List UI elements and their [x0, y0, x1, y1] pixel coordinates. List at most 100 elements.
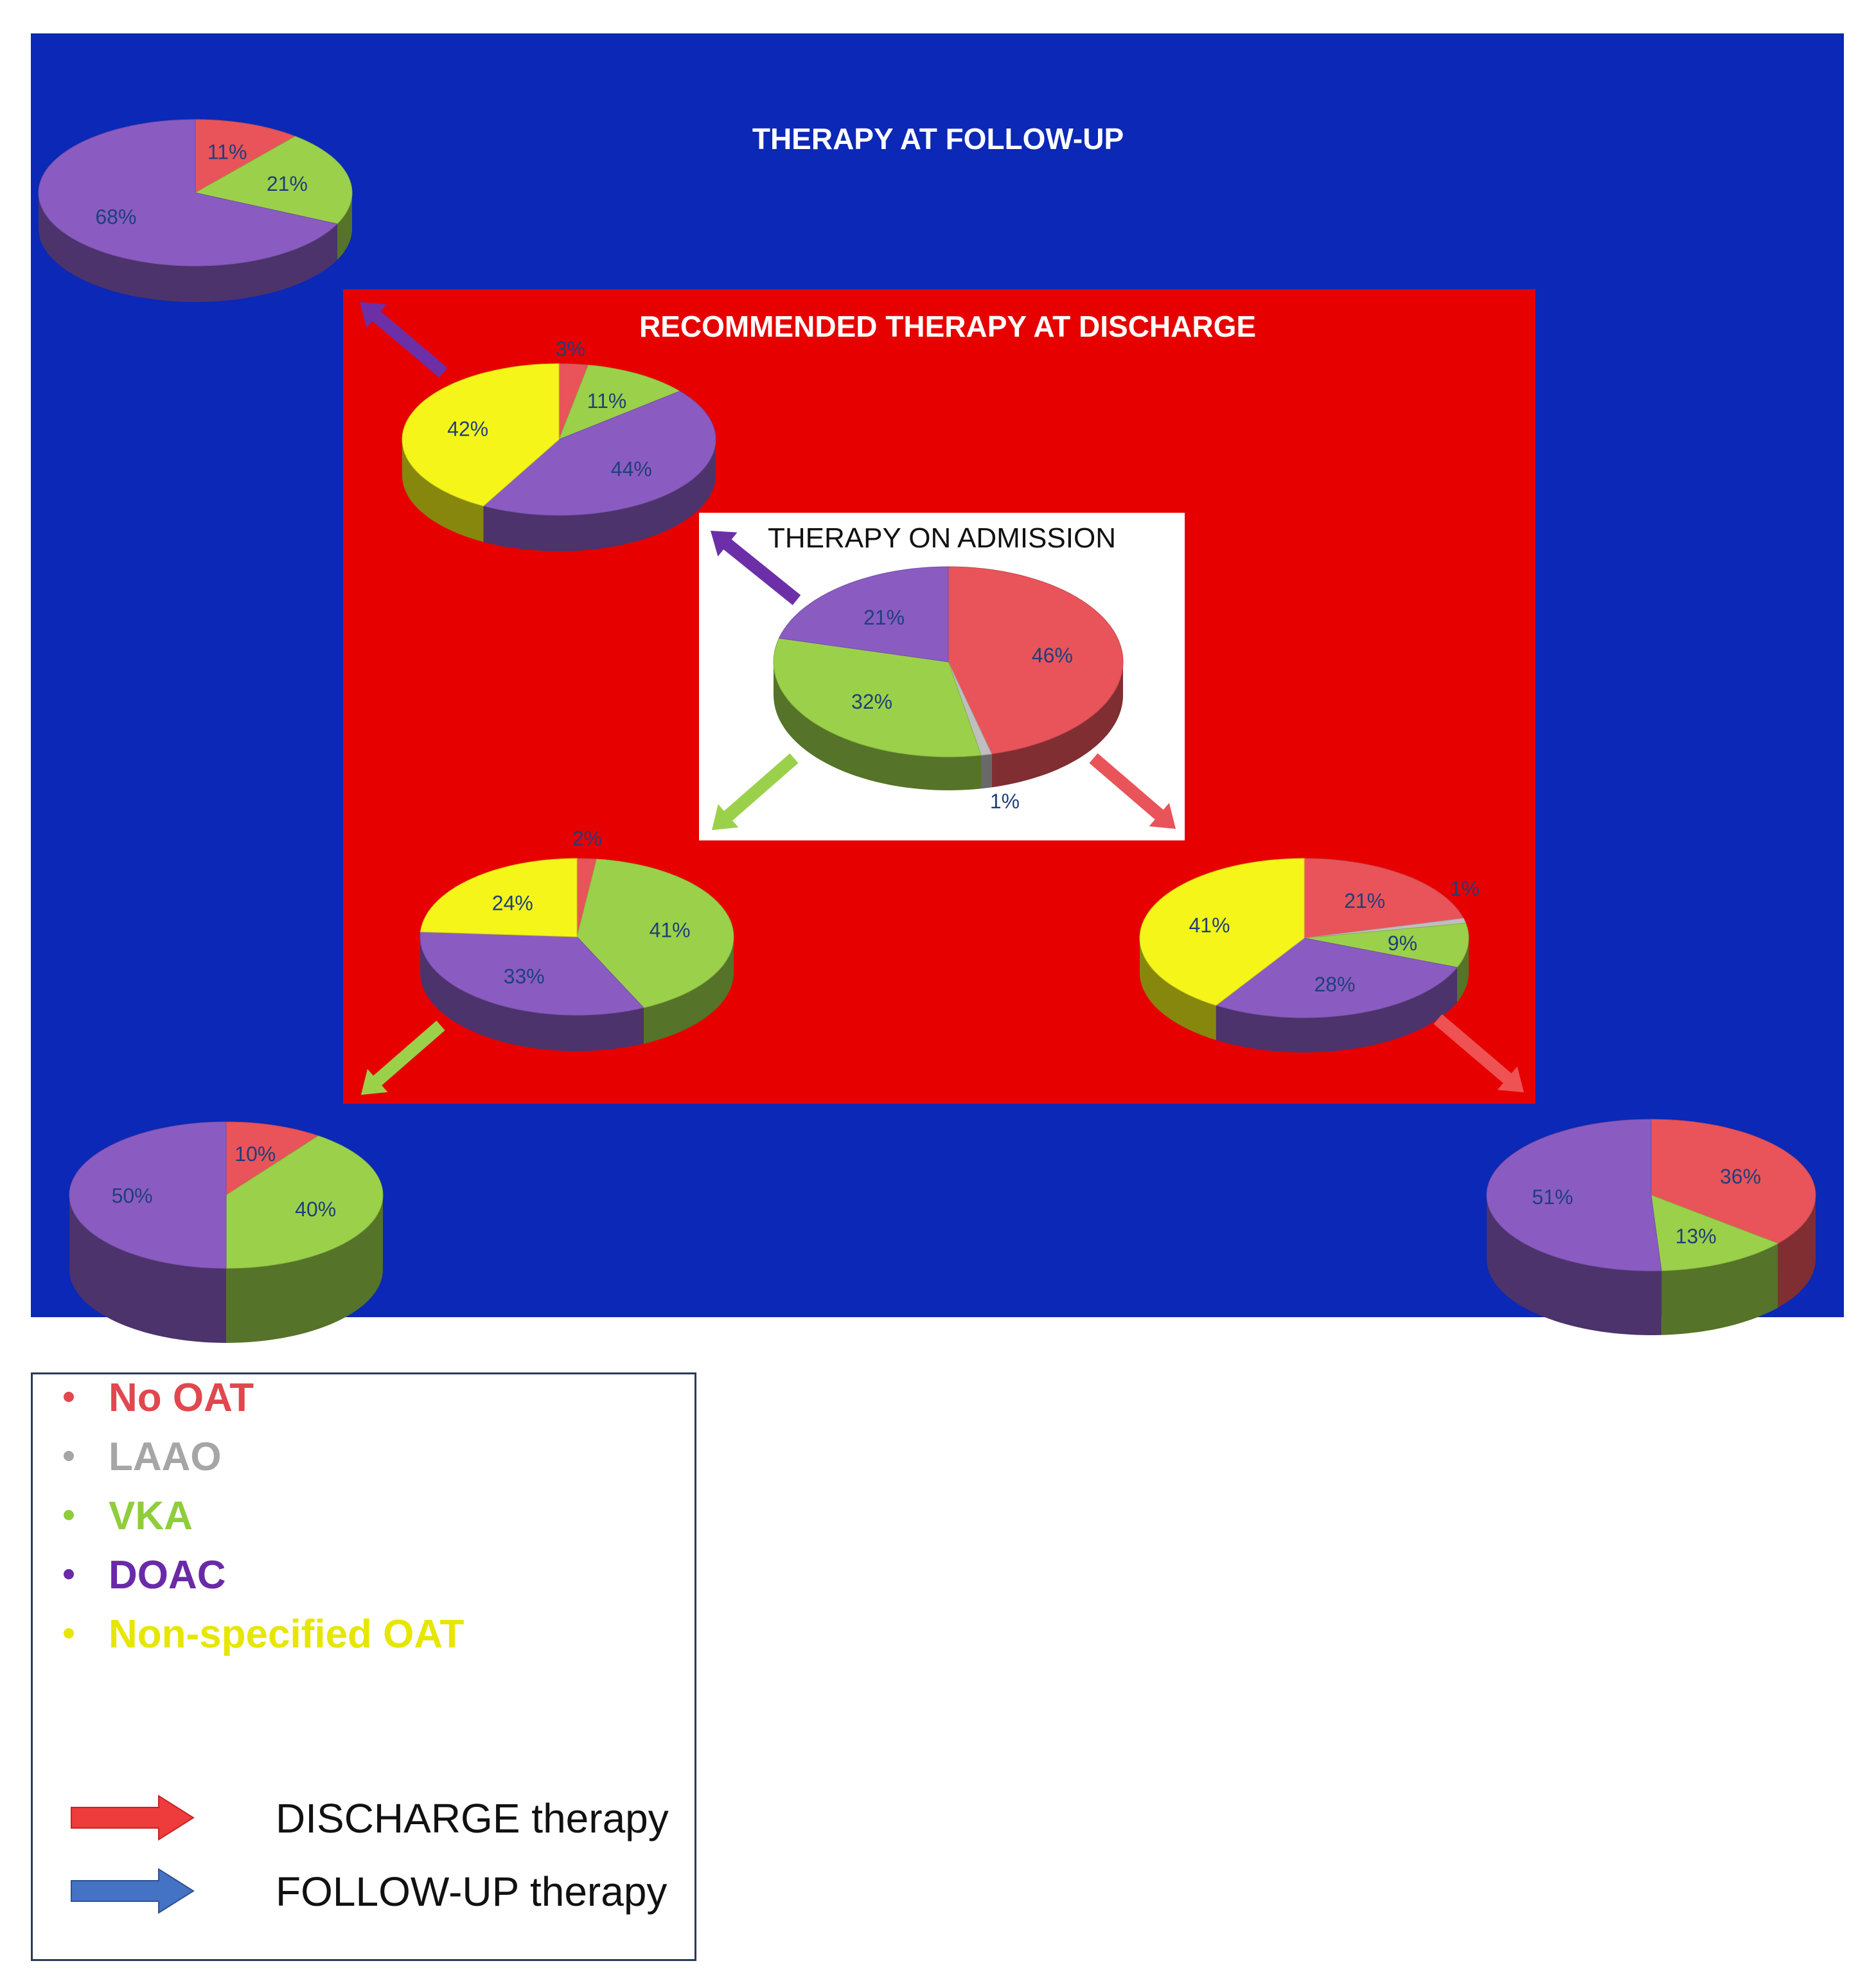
pie-chart-followup-doac: 11% 21% 68% [38, 119, 353, 302]
pie-slice-vka [558, 364, 681, 440]
legend-arrow-label: FOLLOW-UP therapy [276, 1868, 668, 1915]
pie-slice-no-oat [1650, 1119, 1816, 1244]
legend-item-vka: VKA [64, 1494, 193, 1539]
legend-label: LAAO [109, 1435, 222, 1479]
pie-data-label: 41% [650, 919, 691, 942]
pie-data-label: 24% [492, 892, 533, 915]
pie-slice-doac [778, 566, 949, 662]
pie-side-doac [420, 937, 644, 1051]
pie-data-label: 46% [1032, 644, 1073, 667]
pie-data-label: 11% [587, 389, 627, 413]
pie-slice-vka [1650, 1194, 1779, 1272]
pie-slice-non-specified-oat [420, 858, 578, 937]
pie-chart-followup-vka: 10% 40% 50% [69, 1121, 384, 1343]
pie-side-walls [39, 193, 352, 302]
pie-side-vka [337, 193, 352, 260]
pie-slice-doac [69, 1121, 227, 1269]
legend-arrow-discharge: DISCHARGE therapy [69, 1792, 686, 1843]
admission-title: THERAPY ON ADMISSION [768, 522, 1116, 554]
right-arrow-icon [71, 1795, 195, 1841]
legend: No OAT LAAO VKA DOAC Non-specified OAT D… [31, 1372, 696, 1961]
legend-item-no-oat: No OAT [64, 1376, 254, 1421]
pie-side-vka [1457, 938, 1469, 1002]
arrow-admission-to-vka [712, 753, 799, 831]
legend-label: VKA [109, 1494, 193, 1538]
pie-data-label: 40% [295, 1198, 336, 1221]
legend-label: Non-specified OAT [109, 1612, 465, 1656]
discharge-title: RECOMMENDED THERAPY AT DISCHARGE [639, 310, 1256, 343]
pie-slice-non-specified-oat [1139, 858, 1305, 1006]
pie-side-vka [226, 1195, 383, 1343]
legend-dot-icon [64, 1568, 74, 1579]
legend-dot-icon [64, 1391, 74, 1402]
pie-side-non-specified-oat [1140, 938, 1216, 1040]
legend-item-doac: DOAC [64, 1553, 226, 1598]
pie-side-doac [1487, 1195, 1662, 1335]
arrow-admission-to-doac [711, 530, 801, 605]
pie-side-walls [69, 1195, 383, 1343]
pie-slice-doac [1486, 1119, 1662, 1272]
pie-slice-no-oat [1304, 858, 1464, 939]
pie-slice-vka [226, 1135, 384, 1269]
pie-chart-admission: 46% 1% 32% 21% [773, 566, 1124, 813]
legend-dot-icon [64, 1509, 74, 1520]
pie-side-doac [483, 439, 716, 551]
pie-chart-followup-no-oat: 36%13%51% [1486, 1119, 1816, 1335]
right-arrow-icon [71, 1868, 195, 1914]
legend-dot-icon [64, 1628, 74, 1638]
pie-data-label: 11% [208, 141, 247, 164]
legend-label: No OAT [109, 1376, 254, 1420]
pie-slice-vka [576, 858, 734, 1008]
pie-side-vka [1661, 1243, 1778, 1335]
legend-item-laao: LAAO [64, 1435, 222, 1480]
pie-slice-doac [38, 119, 338, 267]
pie-chart-discharge-vka: 2%41%33%24% [420, 827, 734, 1051]
pie-slice-no-oat [948, 566, 1124, 754]
pie-data-label: 41% [1189, 914, 1230, 937]
legend-label: DOAC [109, 1553, 226, 1597]
pie-data-label: 44% [611, 457, 652, 481]
pie-data-label: 9% [1388, 932, 1417, 955]
pie-data-label: 21% [863, 606, 905, 629]
pie-data-label: 28% [1314, 973, 1355, 996]
pie-data-label: 33% [504, 965, 545, 988]
arrow-admission-to-no-oat [1089, 753, 1176, 829]
pie-slice-non-specified-oat [402, 363, 560, 506]
pie-side-doac [39, 193, 337, 302]
pie-data-label: 50% [112, 1184, 153, 1207]
pie-side-walls [1487, 1195, 1816, 1335]
pie-data-label: 21% [267, 172, 308, 195]
pie-charts: 46%1%32%21%3%11%44%42%2%41%33%24%21%1%9%… [38, 119, 1816, 1343]
pie-data-label: 42% [447, 417, 488, 440]
pie-side-vka [774, 662, 981, 790]
pie-side-walls [1140, 938, 1469, 1052]
pie-data-label: 32% [851, 690, 892, 713]
legend-arrow-followup: FOLLOW-UP therapy [69, 1865, 686, 1917]
pie-data-label: 1% [990, 790, 1020, 813]
pie-slice-vka [194, 136, 353, 225]
pie-side-walls [774, 662, 1123, 790]
pie-side-no-oat [991, 662, 1123, 788]
followup-title: THERAPY AT FOLLOW-UP [752, 122, 1124, 155]
pie-slice-laao [948, 661, 993, 756]
pie-data-label: 10% [234, 1142, 276, 1166]
pie-chart-discharge-no-oat: 21%1%9%28%41% [1139, 858, 1480, 1052]
pie-side-doac [1216, 967, 1457, 1052]
pie-side-laao [981, 754, 992, 789]
pie-side-vka [643, 937, 734, 1044]
pie-chart-discharge-doac: 3% 11% 44% 42% [402, 337, 716, 551]
arrow-discharge-to-followup-vka [360, 1020, 445, 1095]
pie-slice-vka [1304, 923, 1469, 968]
pie-data-label: 13% [1676, 1225, 1717, 1248]
pie-data-label: 36% [1720, 1165, 1761, 1188]
pie-data-label: 68% [95, 206, 136, 229]
pie-slice-doac [1215, 937, 1458, 1018]
flow-arrows [359, 301, 1525, 1095]
pie-data-label: 21% [1344, 889, 1385, 912]
arrow-discharge-to-followup-no-oat [1433, 1014, 1525, 1093]
pie-slice-no-oat [226, 1121, 319, 1196]
pie-data-label: 3% [556, 337, 585, 360]
pie-slice-vka [773, 637, 982, 758]
legend-dot-icon [64, 1450, 74, 1461]
